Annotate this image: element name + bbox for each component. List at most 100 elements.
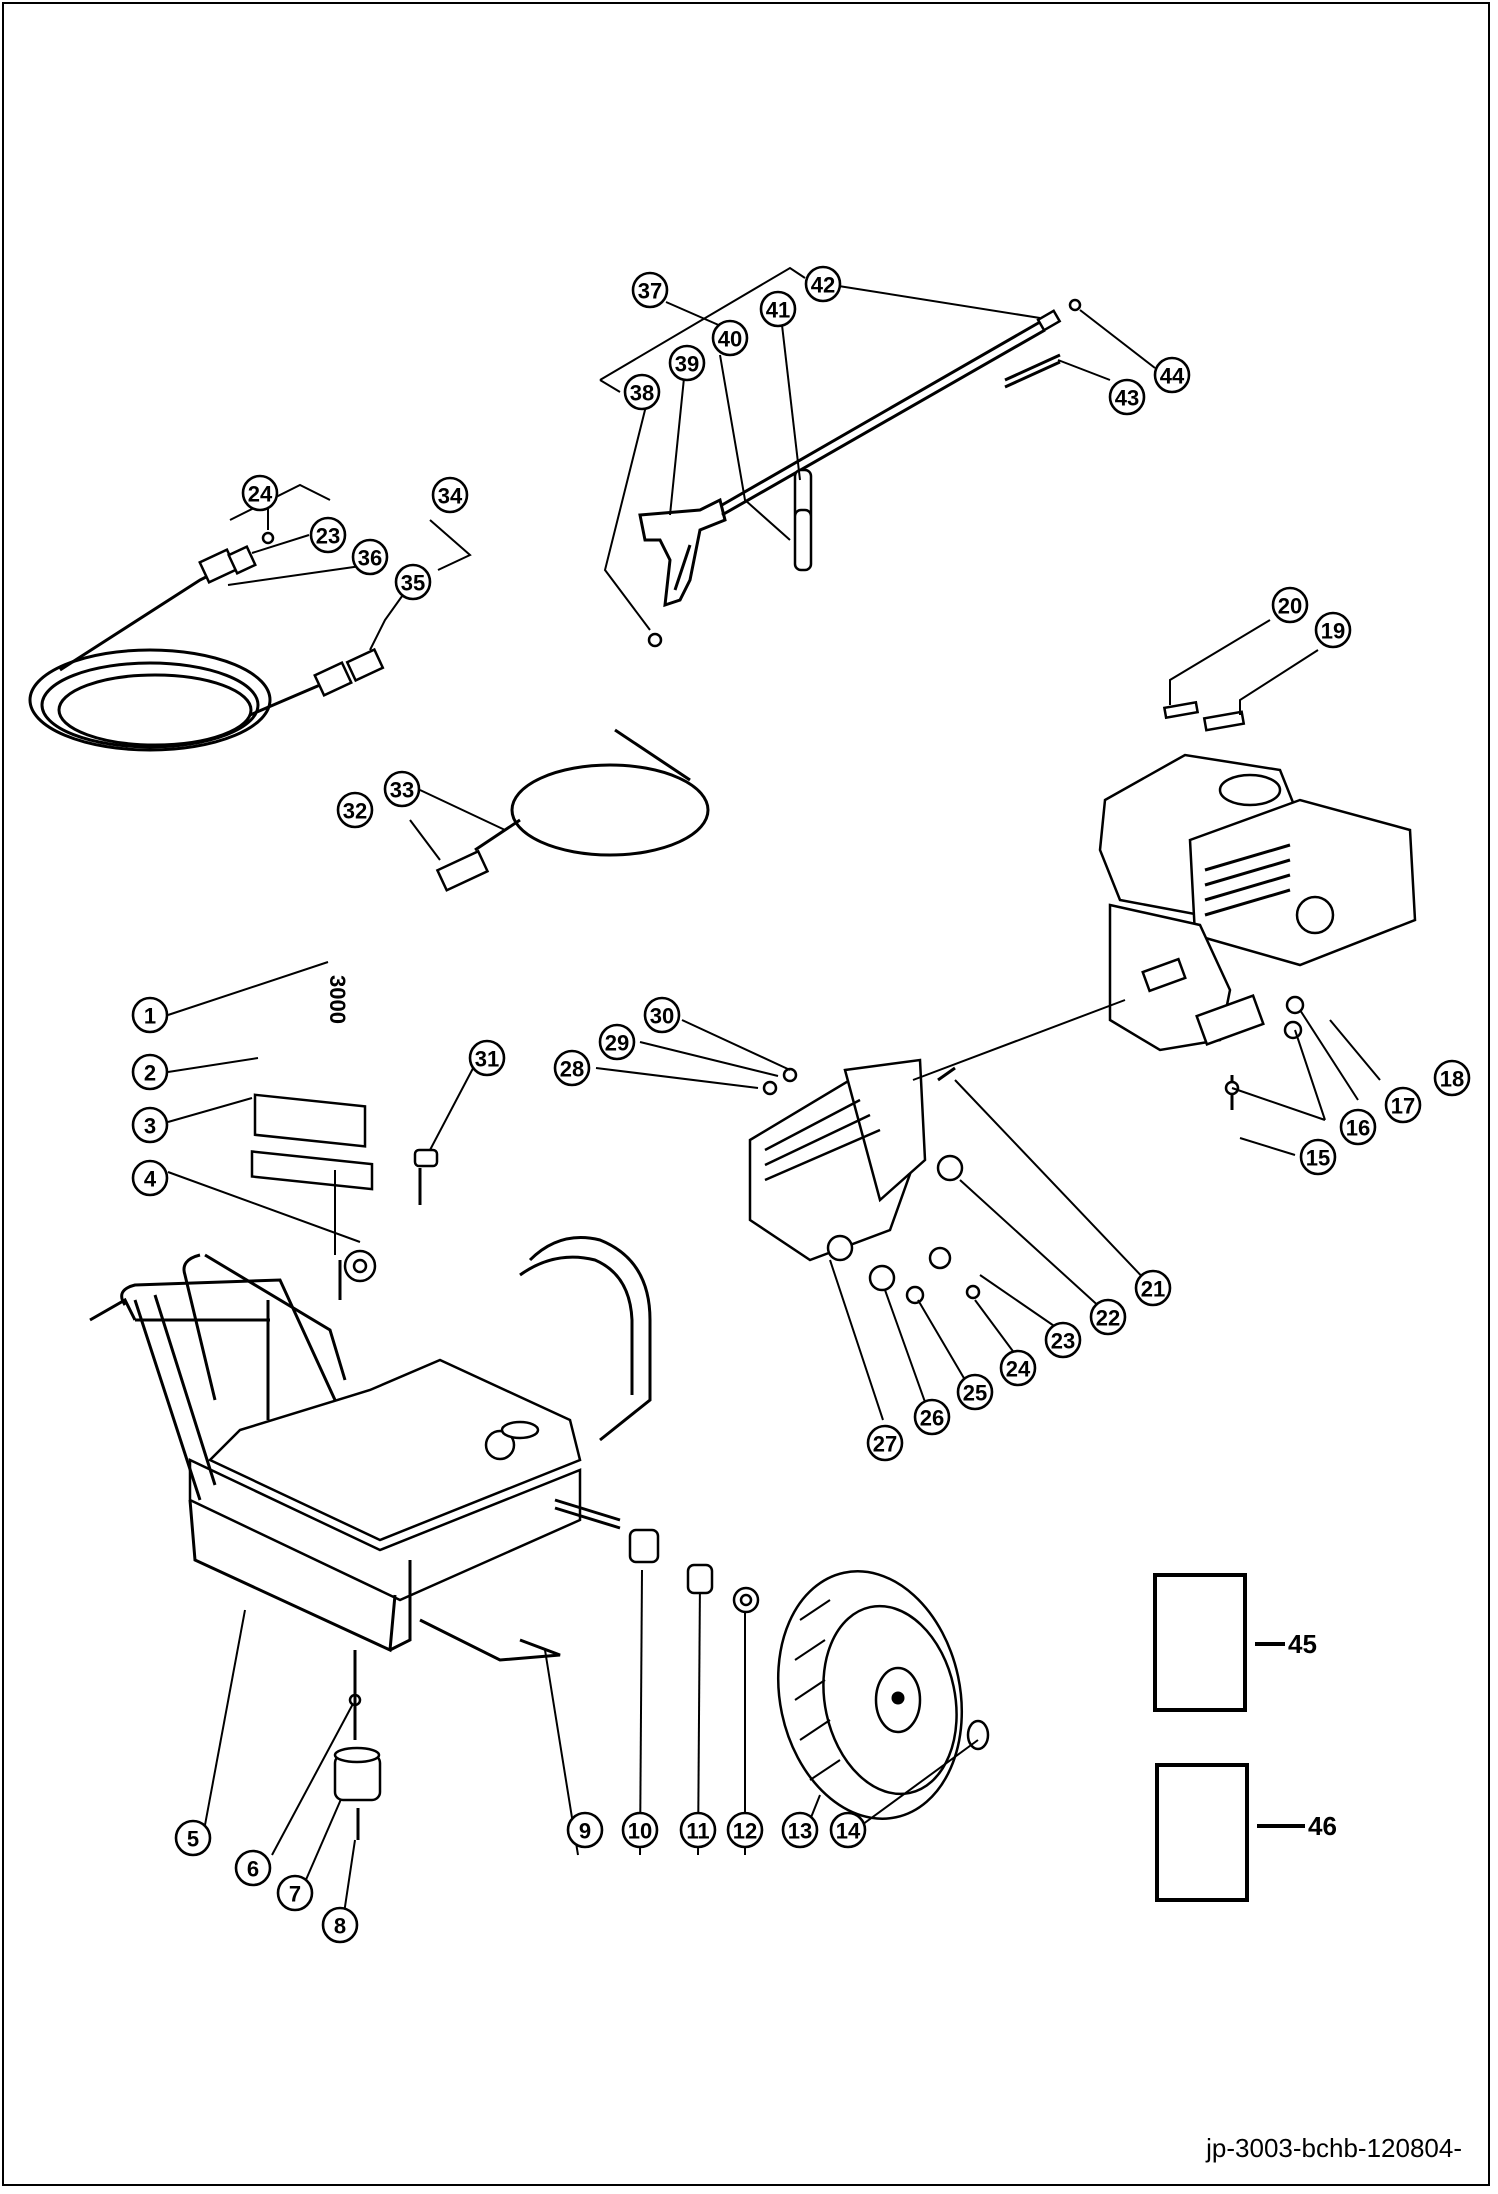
callout-35: 35 [394,563,432,601]
cart-frame: 3000 [89,975,652,1662]
callout-14: 14 [829,1811,867,1849]
callout-7: 7 [276,1874,314,1912]
callout-number: 30 [650,1004,674,1029]
callout-23a: 23 [1044,1321,1082,1359]
callout-number: 33 [390,778,414,803]
manual-box-45: 45 [1153,1573,1317,1712]
callout-number: 22 [1096,1306,1120,1331]
callout-22: 22 [1089,1298,1127,1336]
callout-number: 7 [289,1882,301,1907]
callout-18: 18 [1433,1059,1471,1097]
callout-19: 19 [1314,611,1352,649]
callout-3: 3 [131,1106,169,1144]
callout-24a: 24 [999,1349,1037,1387]
callout-number: 10 [628,1819,652,1844]
callout-number: 21 [1141,1277,1165,1302]
callout-number: 42 [811,273,835,298]
callout-number: 2 [144,1061,156,1086]
callout-number: 16 [1346,1116,1370,1141]
callout-number: 14 [836,1819,861,1844]
frame-leaders [167,961,746,1941]
callout-number: 31 [475,1047,499,1072]
callout-circle [241,474,279,512]
callout-number: 25 [963,1381,987,1406]
callout-number: 40 [718,327,742,352]
callout-circle [668,344,706,382]
callout-circle [131,1159,169,1197]
document-id: jp-3003-bchb-120804- [1206,2133,1462,2163]
callout-circle [1153,356,1191,394]
callout-42: 42 [804,265,842,303]
callout-circle [351,538,389,576]
callout-circle [1433,1059,1471,1097]
callout-number: 34 [438,484,463,509]
callout-20: 20 [1271,586,1309,624]
engine [1098,700,1417,1110]
callout-31: 31 [468,1039,506,1077]
callout-number: 41 [766,298,790,323]
callout-10: 10 [621,1811,659,1849]
callout-circle [1339,1108,1377,1146]
callout-circle [131,1053,169,1091]
callout-24b: 24 [241,474,279,512]
callout-circle [174,1819,212,1857]
callout-number: 35 [401,571,425,596]
callout-38: 38 [623,373,661,411]
callout-30: 30 [643,996,681,1034]
callout-number: 23 [1051,1329,1075,1354]
callout-27: 27 [866,1424,904,1462]
high-pressure-hose [28,531,385,752]
callout-circle [711,319,749,357]
callout-circle [468,1039,506,1077]
callout-circle [394,563,432,601]
callout-number: 9 [579,1819,591,1844]
callout-circle [999,1349,1037,1387]
pump-leaders [595,999,1151,1421]
callout-circle [336,791,374,829]
callout-12: 12 [726,1811,764,1849]
callout-number: 27 [873,1432,897,1457]
callout-number: 13 [788,1819,812,1844]
callout-number: 12 [733,1819,757,1844]
callout-41: 41 [759,290,797,328]
callout-circle [759,290,797,328]
callout-circle [131,996,169,1034]
callout-43: 43 [1108,378,1146,416]
rubber-foot [333,1650,382,1840]
callout-40: 40 [711,319,749,357]
callout-6: 6 [234,1849,272,1887]
engine-leaders [1169,619,1381,1156]
callout-circle [1044,1321,1082,1359]
callout-4: 4 [131,1159,169,1197]
callout-number: 11 [686,1819,709,1844]
callout-circle [276,1874,314,1912]
callout-circle [309,516,347,554]
axle-and-wheel [554,1498,990,1820]
callout-number: 8 [334,1914,346,1939]
siphon-hose [435,728,710,892]
callout-29: 29 [598,1023,636,1061]
callout-23b: 23 [309,516,347,554]
callout-circle [1299,1138,1337,1176]
pump [748,1058,981,1305]
callout-number: 15 [1306,1146,1330,1171]
callout-number: 20 [1278,594,1302,619]
callout-circle [598,1023,636,1061]
callout-number: 1 [144,1004,156,1029]
callout-number: 5 [187,1827,199,1852]
callout-number: 24 [1006,1357,1031,1382]
callout-1: 1 [131,996,169,1034]
callout-number: 29 [605,1031,629,1056]
callout-circle [866,1424,904,1462]
callout-circle [621,1811,659,1849]
callout-number: 38 [630,381,654,406]
callout-circle [234,1849,272,1887]
decal-text: 3000 [325,975,350,1024]
callout-circle [643,996,681,1034]
callout-number: 24 [248,482,273,507]
callout-circle [131,1106,169,1144]
callout-36: 36 [351,538,389,576]
callout-circle [1134,1269,1172,1307]
